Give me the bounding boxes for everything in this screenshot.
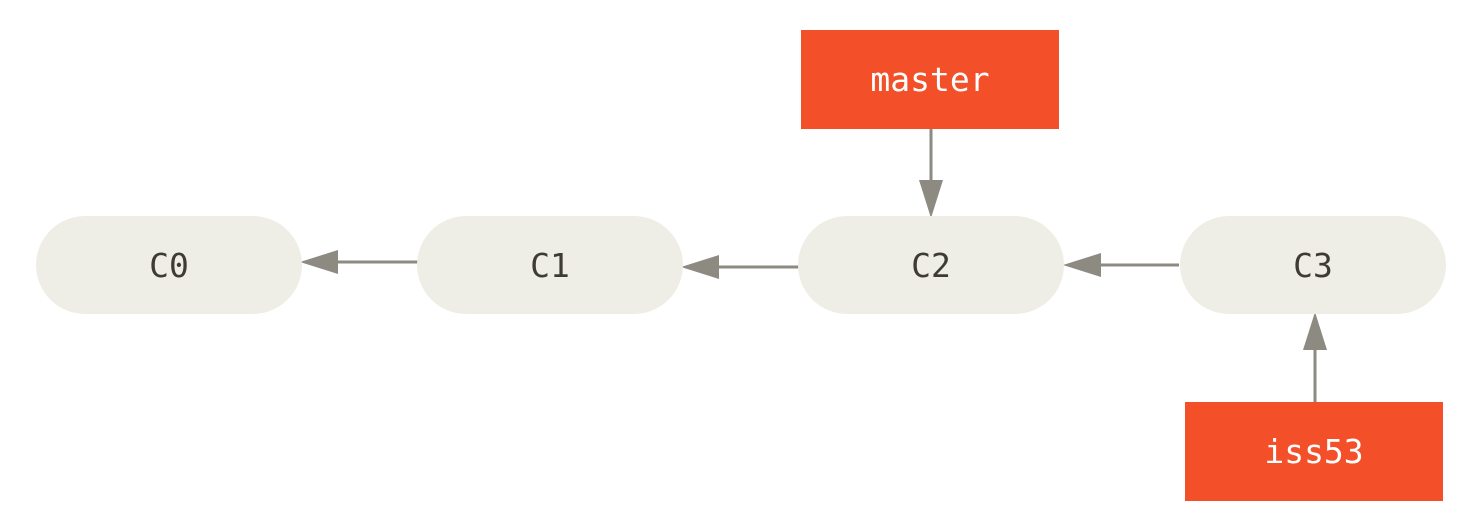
branch-master: master — [801, 30, 1059, 129]
arrow-c2-to-c1 — [681, 255, 816, 279]
arrow-c1-to-c0 — [300, 250, 435, 274]
commit-c0-label: C0 — [149, 245, 189, 285]
commit-c1-label: C1 — [530, 245, 570, 285]
branch-iss53: iss53 — [1185, 402, 1443, 501]
commit-c3-label: C3 — [1293, 245, 1333, 285]
arrow-iss53-to-c3 — [1303, 312, 1327, 402]
branch-iss53-label: iss53 — [1264, 432, 1364, 471]
commit-c3: C3 — [1180, 216, 1446, 314]
commit-c2-label: C2 — [911, 245, 951, 285]
commit-c2: C2 — [798, 216, 1064, 314]
commit-c1: C1 — [417, 216, 683, 314]
arrow-master-to-c2 — [919, 129, 943, 218]
branch-master-label: master — [870, 60, 990, 99]
commit-c0: C0 — [36, 216, 302, 314]
arrow-c3-to-c2 — [1063, 253, 1179, 277]
